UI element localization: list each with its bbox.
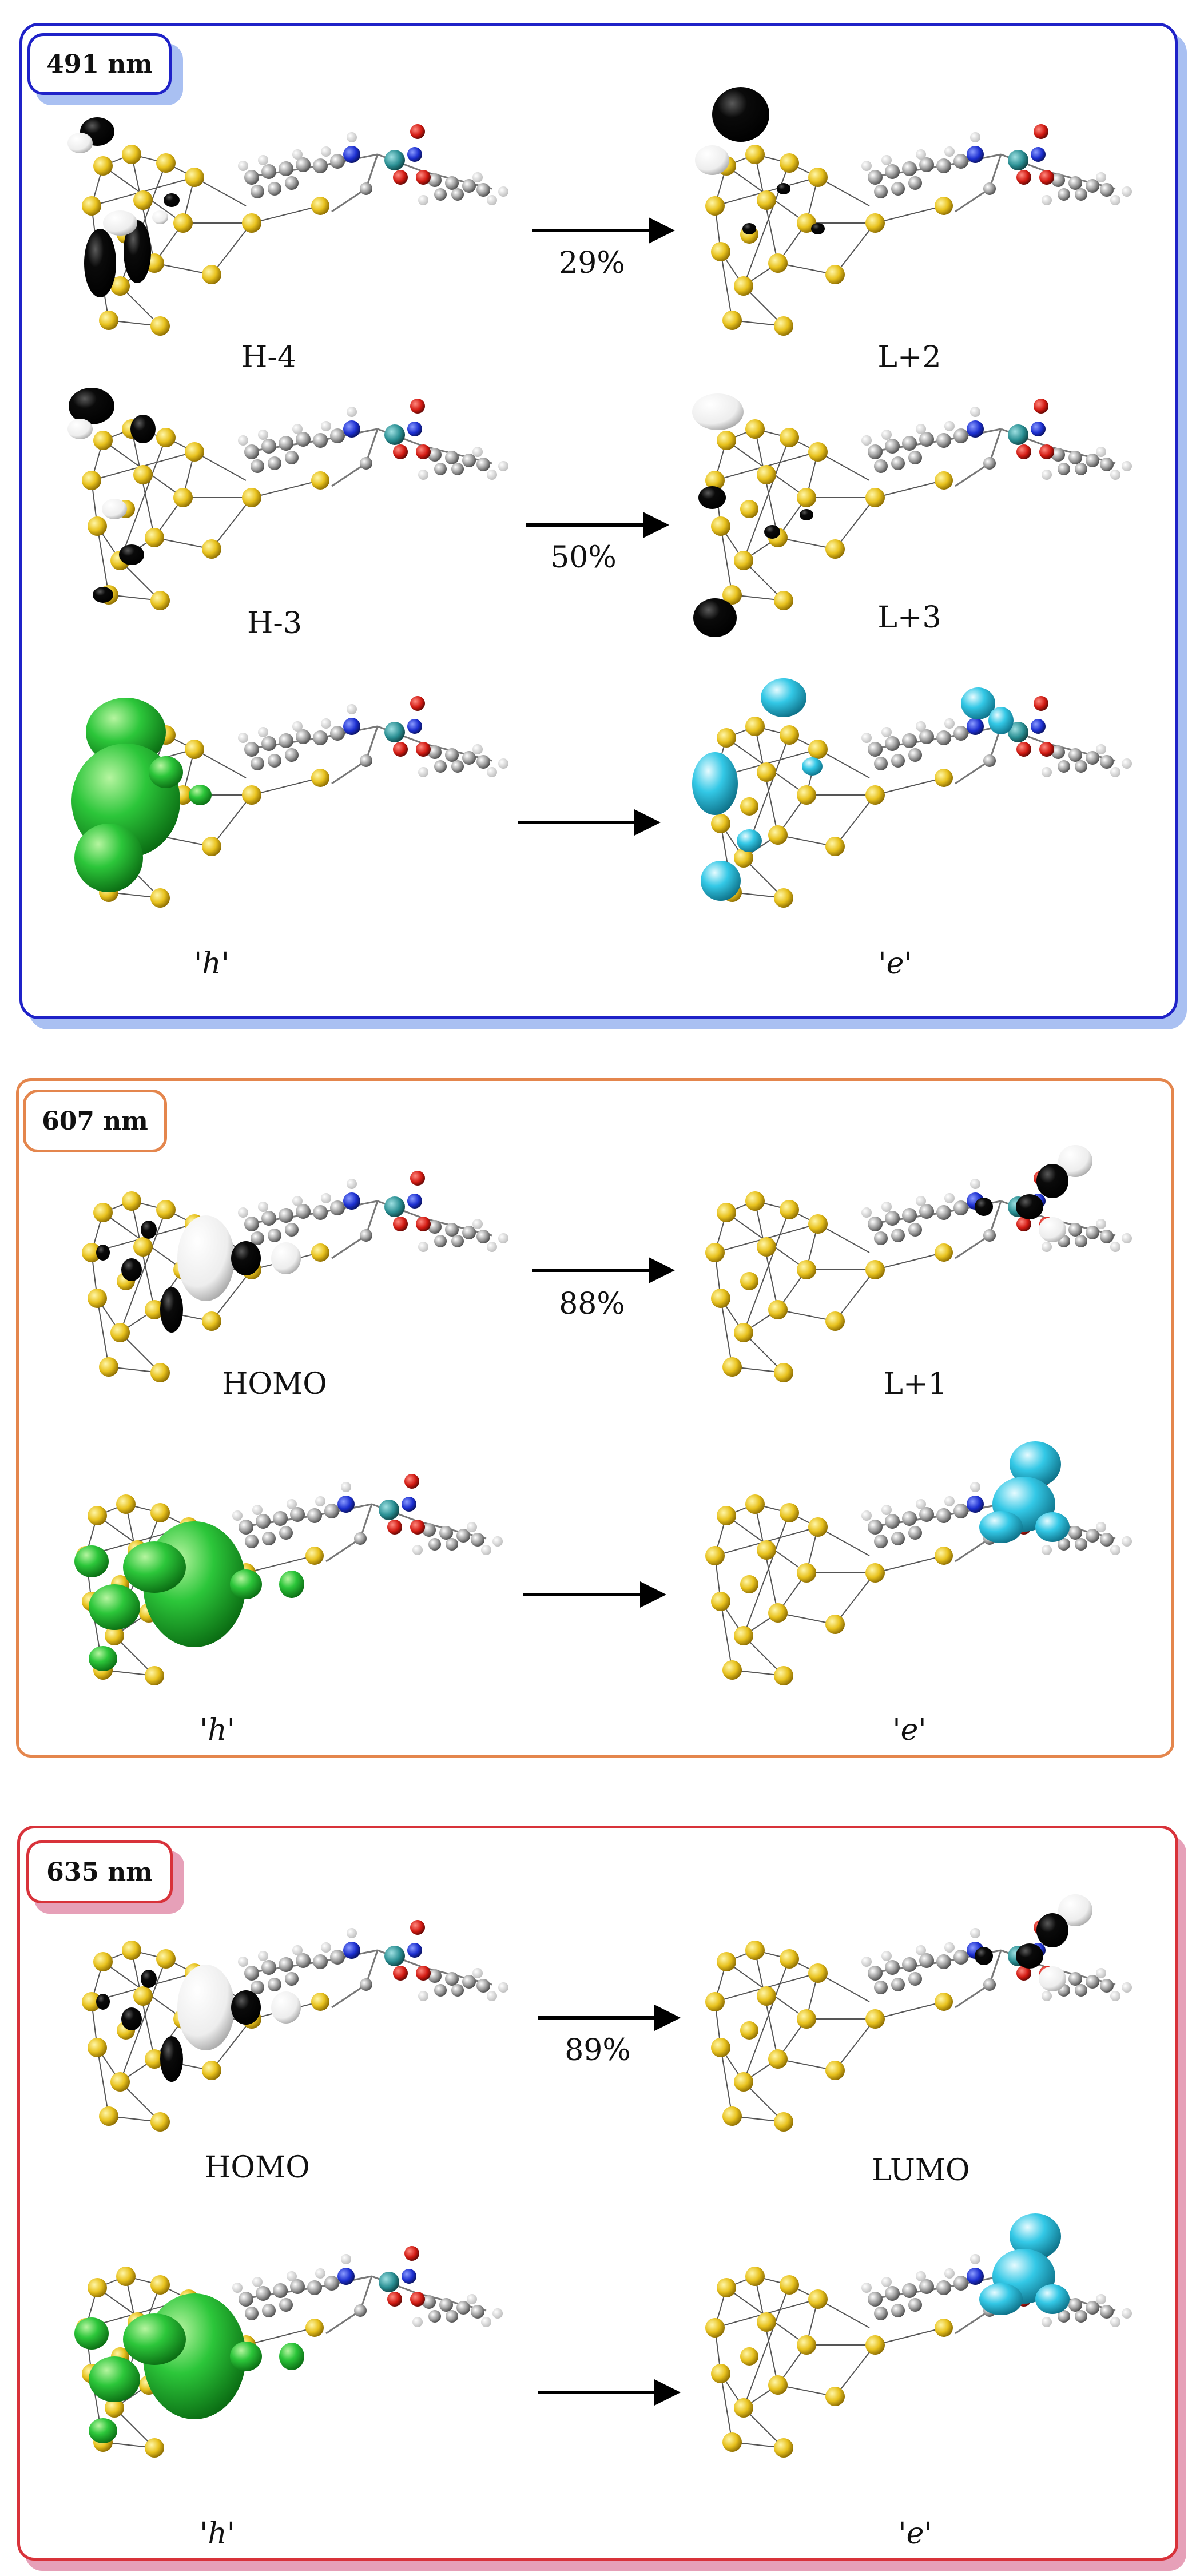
transition-percent: 29% (559, 246, 625, 280)
transition-percent: 50% (550, 540, 617, 575)
molecule-hole-density (74, 2213, 520, 2511)
orbital-label-right: L+1 (883, 1367, 947, 1401)
wavelength-badge-491: 491 nm (27, 33, 172, 95)
transition-arrow (538, 2379, 681, 2406)
molecule-orbital-lumo (675, 1894, 1144, 2185)
transition-arrow (523, 1581, 666, 1608)
transition-percent: 88% (559, 1287, 625, 1321)
molecule-electron-density (675, 2213, 1144, 2511)
molecule-hole-density (71, 663, 515, 961)
wavelength-badge-635: 635 nm (26, 1840, 173, 1903)
molecule-electron-density (692, 678, 1144, 961)
transition-percent: 89% (565, 2033, 631, 2068)
hole-label: 'h' (193, 947, 230, 981)
hole-label: 'h' (199, 1713, 236, 1747)
transition-arrow (532, 1257, 675, 1283)
molecule-electron-density (675, 1441, 1144, 1739)
transition-arrow (518, 809, 661, 836)
molecule-orbital-homo (57, 1887, 515, 2185)
orbital-label-left: H-3 (247, 606, 303, 641)
orbital-label-right: L+2 (877, 340, 941, 375)
transition-arrow (538, 2005, 681, 2031)
molecule-hole-density (74, 1441, 520, 1739)
electron-label: 'e' (898, 2517, 932, 2551)
hole-label: 'h' (199, 2517, 236, 2551)
orbital-label-left: HOMO (205, 2150, 310, 2185)
orbital-label-right: LUMO (872, 2153, 970, 2188)
wavelength-badge-607: 607 nm (23, 1090, 167, 1152)
orbital-label-left: HOMO (222, 1367, 327, 1401)
orbital-label-right: L+3 (877, 601, 941, 635)
transition-arrow (532, 217, 675, 244)
electron-label: 'e' (892, 1713, 927, 1747)
orbital-label-left: H-4 (241, 340, 297, 375)
electron-label: 'e' (878, 947, 912, 981)
transition-arrow (526, 512, 669, 538)
